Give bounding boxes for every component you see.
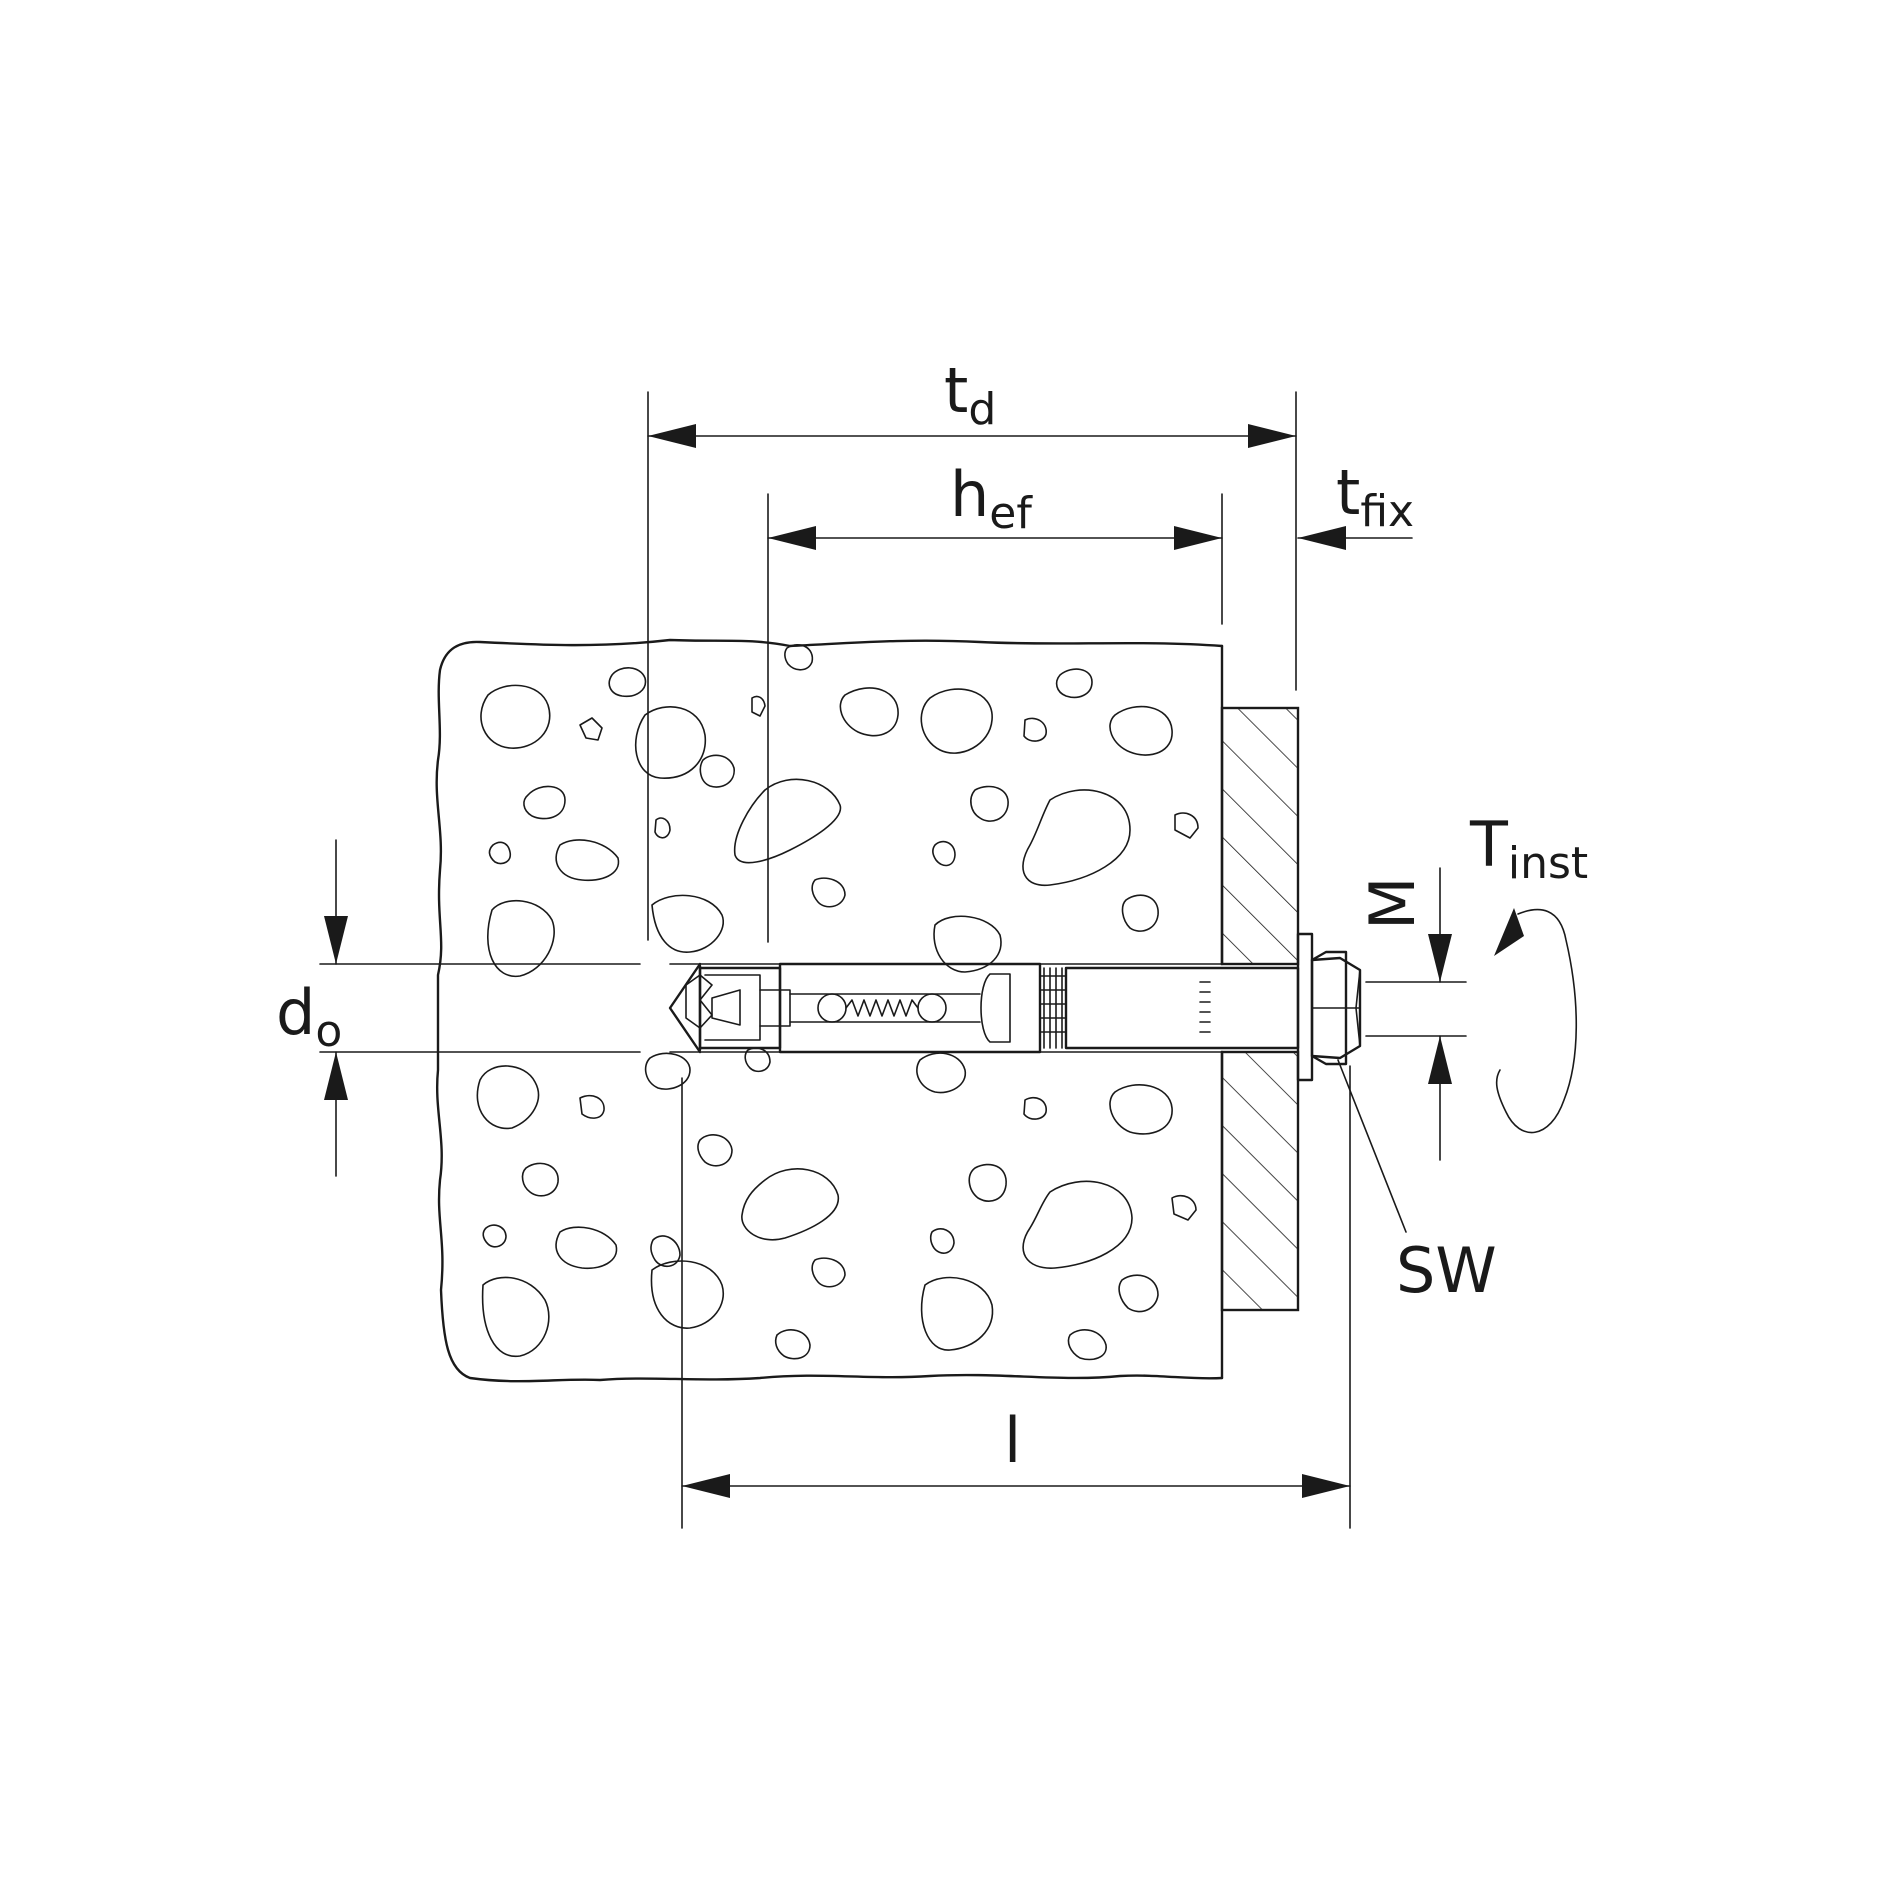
- dimension-d0: do: [276, 839, 641, 1177]
- fixture-plate: [1220, 706, 1300, 1312]
- knurling: [1039, 967, 1067, 1049]
- wrench-size-leader: SW: [1337, 1059, 1497, 1307]
- label-m: M: [1356, 877, 1429, 931]
- torque-indicator: Tinst: [1469, 808, 1588, 1134]
- label-l: l: [1004, 1404, 1021, 1477]
- concrete-base-material: [435, 638, 1224, 1383]
- dimension-m: M: [1356, 867, 1467, 1161]
- label-hef: hef: [950, 458, 1033, 539]
- anchor-bolt: [668, 932, 1362, 1082]
- label-tfix: tfix: [1336, 456, 1414, 537]
- aggregate-stones-lower: [476, 1047, 1197, 1361]
- thread-marks: [1199, 981, 1211, 1033]
- dimension-hef: hef: [767, 458, 1223, 943]
- dimension-td: td: [647, 354, 1297, 941]
- dimension-l: l: [681, 1065, 1351, 1529]
- label-tinst: Tinst: [1469, 808, 1588, 889]
- label-sw: SW: [1396, 1234, 1497, 1307]
- aggregate-stones: [480, 644, 1199, 978]
- label-d0: do: [276, 976, 342, 1057]
- label-td: td: [944, 354, 996, 435]
- dimension-tfix: tfix: [1297, 456, 1414, 550]
